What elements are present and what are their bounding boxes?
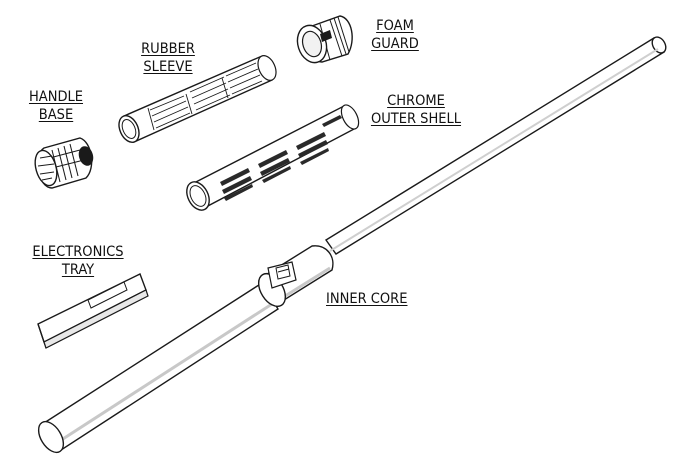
label-handle-base-line-1: HANDLE xyxy=(28,89,84,105)
label-electronics-tray-line-1: ELECTRONICS xyxy=(32,244,124,260)
inner-core-part xyxy=(37,36,667,454)
label-inner-core-line-1: INNER CORE xyxy=(326,291,408,307)
label-foam-guard-line-1: FOAM xyxy=(376,18,414,34)
label-rubber-sleeve-line-1: RUBBER xyxy=(141,41,195,57)
switch-box xyxy=(267,261,297,289)
foam-guard-part xyxy=(296,15,353,64)
label-inner-core: INNER CORE xyxy=(326,290,408,308)
electronics-tray-part xyxy=(37,273,149,349)
label-chrome-outer-shell-line-1: CHROME xyxy=(387,93,445,109)
label-handle-base: HANDLE BASE xyxy=(18,88,94,124)
chrome-outer-shell-part xyxy=(186,104,360,211)
label-electronics-tray: ELECTRONICS TRAY xyxy=(20,243,136,279)
label-foam-guard: FOAM GUARD xyxy=(362,17,428,53)
label-chrome-outer-shell-line-2: OUTER SHELL xyxy=(370,111,462,127)
rubber-sleeve-part xyxy=(118,55,277,144)
label-foam-guard-line-2: GUARD xyxy=(371,36,419,52)
label-handle-base-line-2: BASE xyxy=(38,107,74,123)
handle-base-part xyxy=(34,137,94,189)
label-rubber-sleeve-line-2: SLEEVE xyxy=(143,59,193,75)
label-rubber-sleeve: RUBBER SLEEVE xyxy=(128,40,208,76)
label-chrome-outer-shell: CHROME OUTER SHELL xyxy=(356,92,476,128)
label-electronics-tray-line-2: TRAY xyxy=(61,262,95,278)
